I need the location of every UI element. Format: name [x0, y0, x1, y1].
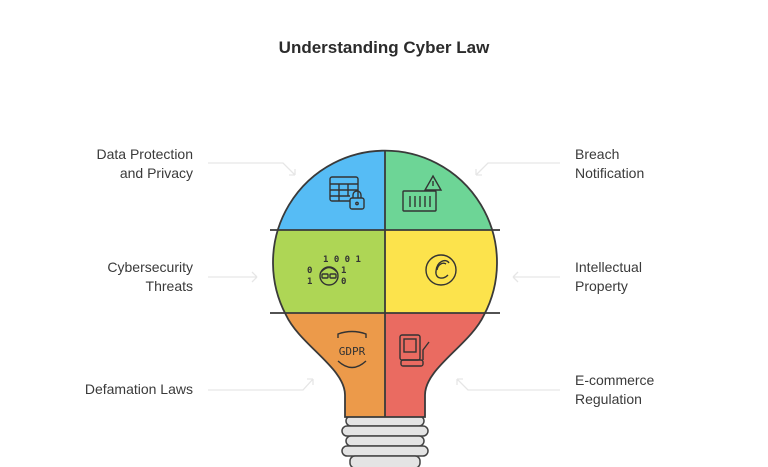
label-line: Data Protection	[96, 146, 194, 162]
binary-digit: 0	[341, 277, 346, 287]
bulb-base	[341, 415, 429, 467]
diagram-title: Understanding Cyber Law	[278, 38, 490, 57]
label-breach-notification: Breach Notification	[575, 145, 644, 183]
label-line: Cybersecurity	[107, 259, 193, 275]
gdpr-text: GDPR	[339, 345, 366, 358]
label-line: Intellectual	[575, 259, 642, 275]
connector-arrow	[512, 271, 560, 283]
connectors	[208, 162, 560, 391]
database-lock-icon	[329, 176, 365, 210]
connector-arrow	[475, 162, 560, 176]
binary-digit: 0	[307, 266, 312, 276]
connector-arrow	[208, 162, 296, 176]
label-cybersecurity-threats: Cybersecurity Threats	[107, 258, 193, 296]
connector-arrow	[208, 378, 314, 391]
label-line: Notification	[575, 165, 645, 181]
section-data-protection	[273, 150, 385, 230]
gdpr-shield-icon	[337, 330, 367, 369]
warning-barrier-icon	[402, 174, 443, 212]
binary-digit: 1	[341, 266, 346, 276]
label-line: Regulation	[575, 391, 642, 407]
label-line: Threats	[145, 278, 193, 294]
pos-terminal-icon	[399, 334, 430, 367]
label-line: and Privacy	[119, 165, 193, 181]
binary-row: 1 0 0 1	[323, 255, 361, 265]
section-breach-notification	[385, 150, 497, 230]
connector-arrow	[208, 271, 258, 283]
section-ecommerce-regulation	[385, 313, 497, 417]
label-line: Property	[575, 278, 628, 294]
label-intellectual-property: Intellectual Property	[575, 258, 642, 296]
label-line: E-commerce	[575, 372, 655, 388]
hacker-binary-icon	[319, 266, 339, 286]
label-line: Breach	[575, 146, 620, 162]
connector-arrow	[456, 378, 560, 391]
label-data-protection: Data Protection and Privacy	[97, 145, 194, 183]
label-line: Defamation Laws	[84, 381, 193, 397]
section-intellectual-property	[385, 230, 497, 313]
binary-digit: 1	[307, 277, 312, 287]
copyright-icon	[425, 254, 457, 286]
label-ecommerce-regulation: E-commerce Regulation	[575, 371, 654, 409]
section-defamation-laws	[273, 313, 385, 417]
label-defamation-laws: Defamation Laws	[85, 380, 193, 399]
